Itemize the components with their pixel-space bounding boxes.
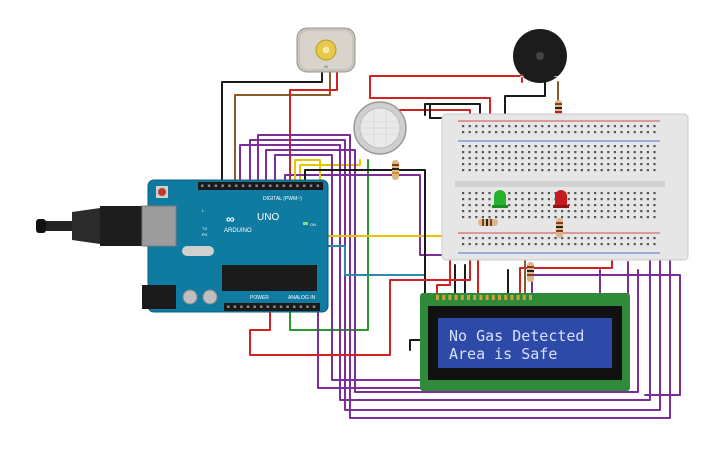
wire-lcd-power: [436, 251, 451, 294]
wire-buzzer-red: [369, 75, 523, 129]
lcd-pins: [436, 295, 532, 300]
resistor-lcd[interactable]: [527, 262, 534, 282]
buzzer-plus-label: +: [520, 72, 525, 81]
analog-in-label: ANALOG IN: [288, 295, 316, 301]
atmega-chip: [222, 265, 317, 291]
lcd-line-1: No Gas Detected: [449, 327, 584, 345]
dc-motor[interactable]: M: [296, 27, 356, 73]
led-green[interactable]: [492, 190, 508, 208]
power-label: POWER: [250, 295, 269, 301]
arduino-model-text: UNO: [257, 212, 279, 223]
breadboard-holes: [462, 125, 656, 246]
wire-5v-arduino: [249, 251, 471, 356]
header-pins: [201, 184, 320, 308]
buzzer-minus-label: −: [554, 72, 559, 81]
wire-motor-brown: [234, 71, 331, 187]
resistor-led-red[interactable]: [556, 218, 563, 238]
rx-label: RX: [202, 232, 208, 237]
wire-purple-3: [257, 134, 671, 419]
l-label: L: [202, 208, 205, 213]
wire-motor-red: [289, 71, 338, 187]
wire-purple-4: [265, 149, 639, 393]
wire-sensor-green: [289, 159, 369, 331]
resistor-led-green[interactable]: [478, 219, 498, 226]
arduino-infinity-icon: ∞: [226, 212, 235, 226]
usb-cable: [36, 206, 144, 246]
lcd-screen: [438, 318, 612, 368]
gas-sensor[interactable]: [353, 101, 407, 155]
resistor-sensor[interactable]: [392, 160, 399, 180]
lcd-16x2[interactable]: No Gas Detected Area is Safe: [420, 293, 630, 391]
wire-gnd-arduino: [304, 169, 426, 351]
arduino-uno[interactable]: ∞ ARDUINO UNO DIGITAL (PWM~) POWER ANALO…: [36, 179, 329, 313]
wire-motor-black: [221, 71, 323, 187]
digital-header-label: DIGITAL (PWM~): [263, 196, 302, 202]
arduino-logo-text: ARDUINO: [224, 228, 252, 234]
piezo-buzzer[interactable]: + −: [513, 29, 567, 83]
on-label: ON: [310, 222, 316, 227]
digital-header: [198, 182, 323, 190]
on-led: [303, 222, 308, 225]
wire-buzzer-black: [504, 81, 546, 129]
tx-label: TX: [202, 226, 207, 231]
breadboard[interactable]: [441, 113, 689, 261]
lcd-line-2: Area is Safe: [449, 345, 557, 363]
reset-button[interactable]: [158, 188, 166, 196]
wire-purple-1: [239, 144, 651, 401]
analog-power-header: [224, 303, 320, 311]
led-red[interactable]: [553, 190, 569, 208]
motor-label: M: [324, 64, 327, 69]
